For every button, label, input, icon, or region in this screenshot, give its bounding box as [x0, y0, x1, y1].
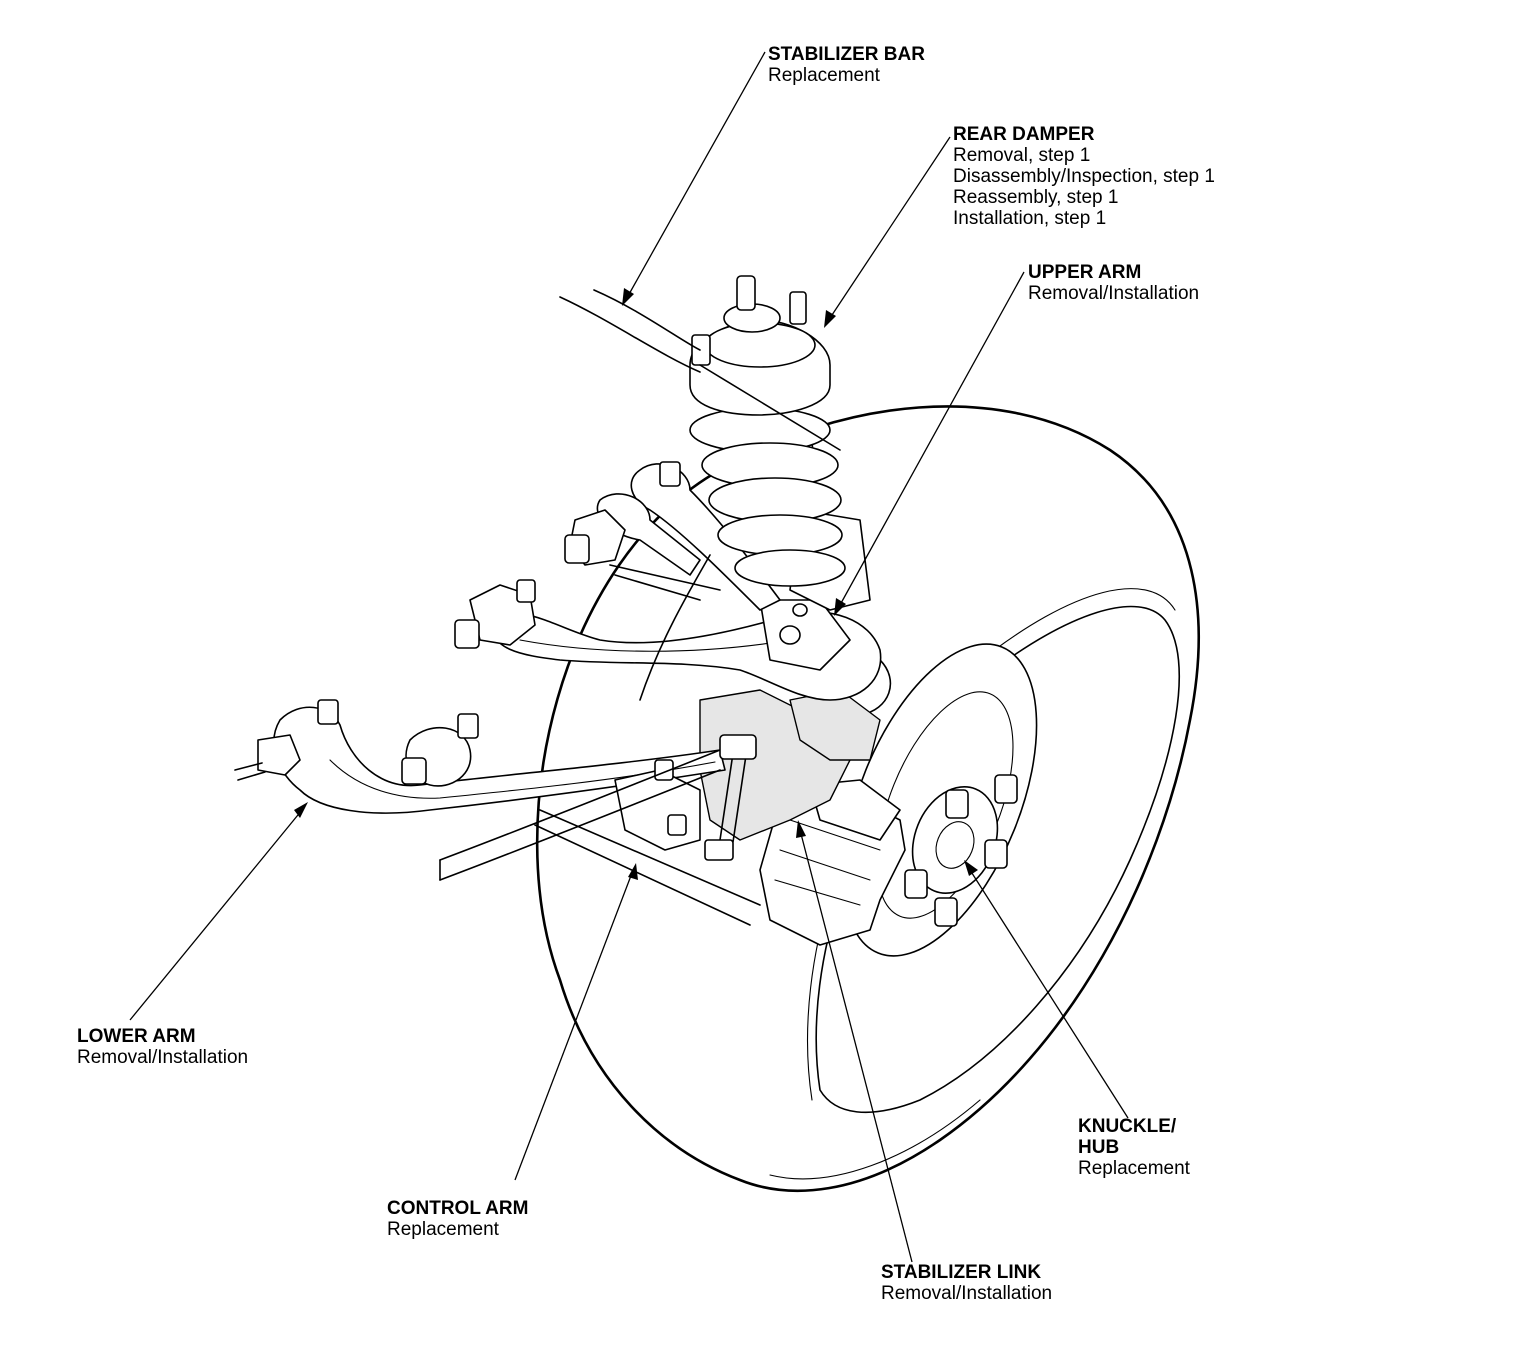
- label-line: Removal/Installation: [77, 1047, 249, 1068]
- label-title: KNUCKLE/: [1078, 1116, 1177, 1137]
- label-title: STABILIZER BAR: [768, 44, 925, 65]
- label-title: REAR DAMPER: [953, 124, 1095, 145]
- label-line: Reassembly, step 1: [953, 187, 1119, 208]
- label-knuckle-hub: KNUCKLE/ HUB Replacement: [1078, 1116, 1190, 1179]
- leader-lines: [129, 51, 1129, 1263]
- label-stabilizer-link: STABILIZER LINK Removal/Installation: [881, 1262, 1052, 1304]
- label-control-arm: CONTROL ARM Replacement: [387, 1198, 528, 1240]
- label-title: HUB: [1078, 1137, 1120, 1158]
- label-line: Installation, step 1: [953, 208, 1107, 229]
- control-arm-rod: [534, 809, 761, 926]
- label-line: Removal/Installation: [1028, 283, 1200, 304]
- label-lower-arm: LOWER ARM Removal/Installation: [77, 1026, 248, 1068]
- rear-damper: [689, 275, 871, 611]
- stabilizer-link: [704, 734, 757, 861]
- label-title: CONTROL ARM: [387, 1198, 529, 1219]
- hub-assembly: [904, 774, 1018, 927]
- label-title: LOWER ARM: [77, 1026, 196, 1047]
- label-line: Disassembly/Inspection, step 1: [953, 166, 1215, 187]
- stabilizer-bar-upper: [559, 289, 841, 701]
- label-line: Removal/Installation: [881, 1283, 1053, 1304]
- stabilizer-bar: [439, 749, 721, 881]
- label-line: Replacement: [1078, 1158, 1190, 1179]
- label-title: STABILIZER LINK: [881, 1262, 1042, 1283]
- label-line: Replacement: [768, 65, 880, 86]
- label-rear-damper: REAR DAMPER Removal, step 1 Disassembly/…: [953, 124, 1215, 229]
- label-upper-arm: UPPER ARM Removal/Installation: [1028, 262, 1199, 304]
- label-title: UPPER ARM: [1028, 262, 1142, 283]
- label-stabilizer-bar: STABILIZER BAR Replacement: [768, 44, 925, 86]
- label-line: Removal, step 1: [953, 145, 1091, 166]
- label-line: Replacement: [387, 1219, 499, 1240]
